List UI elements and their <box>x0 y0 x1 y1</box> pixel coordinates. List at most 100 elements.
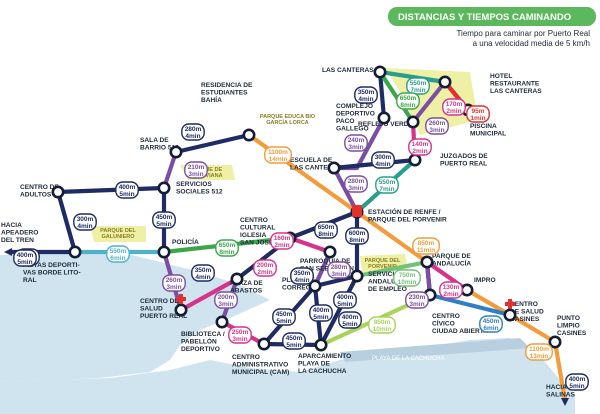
park-label: PARQUE DEL <box>365 258 401 264</box>
stop-node-centro_admin[interactable] <box>257 337 271 351</box>
stop-label-juzgados: PUERTO REAL <box>440 161 487 168</box>
pill-distance: 300m <box>77 216 94 223</box>
stop-node-impro[interactable] <box>460 283 474 297</box>
pill-distance: 350m <box>358 89 375 96</box>
train-icon <box>352 205 362 217</box>
pill-distance: 260m <box>166 277 183 284</box>
stop-label-aparcamiento: APARCAMIENTO <box>298 353 351 360</box>
pill-distance: 750m <box>399 272 416 279</box>
stop-node-centro_salud_pr[interactable] <box>174 303 188 317</box>
route-line <box>427 292 513 318</box>
stop-node-parque_andalucia[interactable] <box>420 255 434 269</box>
stop-label-pistas: RAL <box>23 277 37 284</box>
stop-node-escuela[interactable] <box>327 161 341 175</box>
route-line <box>377 69 387 121</box>
pill-time: 8min <box>349 237 364 244</box>
pill-time: 3min <box>348 185 363 192</box>
stop-label-punto_limpio: PUNTO <box>557 315 580 322</box>
stop-label-centro_civico: CENTRO <box>432 313 460 320</box>
stop-label-servicio_andaluz: DE EMPLEO <box>368 286 407 293</box>
stop-node-hotel[interactable] <box>438 75 452 89</box>
stop-node-plaza_abastos[interactable] <box>230 272 244 286</box>
stop-label-hotel: HOTEL <box>490 73 512 80</box>
stop-node-policia[interactable] <box>157 245 171 259</box>
stop-node-centro_salud_casines[interactable] <box>503 308 517 322</box>
stop-label-centro_salud_casines: DE SALUD <box>510 309 544 316</box>
stop-node-reflejo[interactable] <box>406 115 420 129</box>
stop-label-hacia_apeadero: APEADERO <box>1 230 38 237</box>
stop-node-servicio_andaluz[interactable] <box>350 269 364 283</box>
stop-label-centro_admin: ADMINISTRATIVO <box>232 362 288 369</box>
pill-time: 2min <box>443 291 458 298</box>
stop-node-parroquia[interactable] <box>323 245 337 259</box>
stop-node-punto_limpio[interactable] <box>548 335 562 349</box>
arrow-south-icon <box>561 398 569 406</box>
stop-label-hacia_apeadero: HACIA <box>1 222 22 229</box>
arrow-west-icon <box>4 248 12 256</box>
pill-time: 14min <box>269 156 288 163</box>
pill-distance: 400m <box>569 376 586 383</box>
pill-bg <box>191 264 215 282</box>
pill-time: 4min <box>185 133 200 140</box>
stop-label-hacia_salinas: HACIA <box>546 384 567 391</box>
pill-bg <box>228 326 252 344</box>
beach-label: PLAYA DE LA CACHUCHA <box>372 356 444 362</box>
stop-label-biblioteca: PABELLÓN <box>181 337 217 346</box>
stop-label-plaza_abastos: PLAZA DE <box>230 280 263 287</box>
stop-node-aparcamiento[interactable] <box>314 338 328 352</box>
stop-node-pistas[interactable] <box>68 245 82 259</box>
stop-label-centro_cultural: CULTURAL <box>240 225 275 232</box>
stop-label-servicio_andaluz: ANDALUZ <box>368 279 400 286</box>
stop-node-sala[interactable] <box>169 145 183 159</box>
pill-distance: 400m <box>342 314 359 321</box>
stop-label-centro_cultural: CENTRO <box>240 217 268 224</box>
stop-node-biblioteca[interactable] <box>215 315 229 329</box>
pill-bg <box>408 138 432 156</box>
stop-label-plaza_correos: CORREOS <box>282 285 316 292</box>
stop-node-juzgados[interactable] <box>408 153 422 167</box>
pill-bg <box>253 259 277 277</box>
stop-node-residencia[interactable] <box>242 128 256 142</box>
pill-bg <box>344 134 368 152</box>
stop-node-plaza_correos[interactable] <box>308 279 322 293</box>
stop-node-centro_adultos[interactable] <box>51 185 65 199</box>
stop-node-servicios[interactable] <box>157 181 171 195</box>
stop-label-parroquia: SAN SEBASTIÁN <box>300 264 354 273</box>
sea-area-west <box>0 252 270 382</box>
stop-label-punto_limpio: CASINES <box>557 330 587 337</box>
stop-label-complejo: GALLEGO <box>336 126 369 133</box>
pill-bg <box>106 245 130 263</box>
route-line <box>354 259 430 279</box>
pill-distance: 230m <box>409 294 426 301</box>
pill-time: 5min <box>569 383 584 390</box>
pill-time: 5min <box>17 259 32 266</box>
stop-label-parque_andalucia: ANDALUCÍA <box>432 259 471 268</box>
pill-time: 3min <box>232 336 247 343</box>
stop-node-complejo[interactable] <box>377 111 391 125</box>
pill-distance: 600m <box>349 230 366 237</box>
pill-bg <box>344 175 368 193</box>
pill-time: 5min <box>313 314 328 321</box>
stop-label-hotel: LAS CANTERAS <box>490 88 542 95</box>
route-line <box>377 69 448 85</box>
pill-time: 2min <box>446 108 461 115</box>
pill-distance: 550m <box>379 179 396 186</box>
stop-node-las_canteras[interactable] <box>373 65 387 79</box>
pill-time: 4min <box>358 96 373 103</box>
pill-time: 4min <box>195 274 210 281</box>
